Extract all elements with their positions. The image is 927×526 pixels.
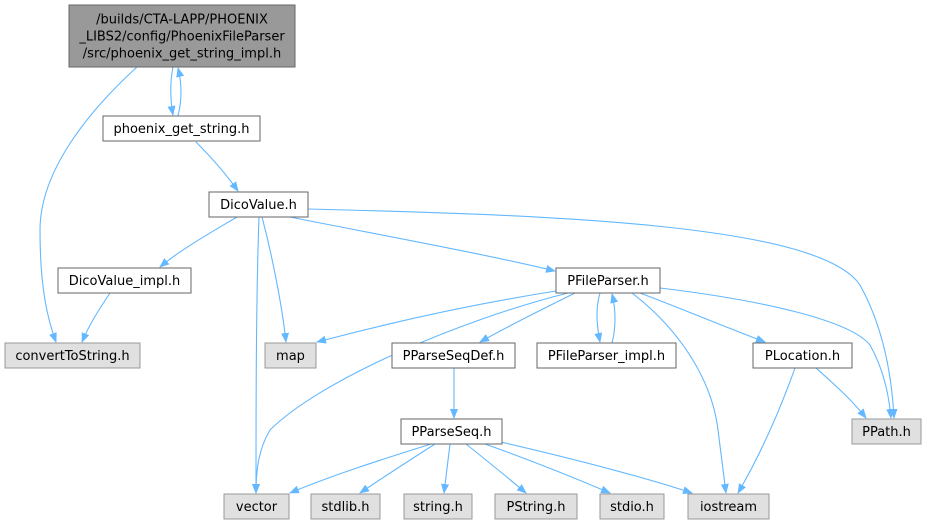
edge-pparseseq-to-pstring [465,443,527,494]
node-stdlib: stdlib.h [310,493,381,520]
node-label: phoenix_get_string.h [113,122,249,137]
node-label: stdio.h [610,500,654,515]
node-box [555,267,661,294]
node-phoenix_get_string[interactable]: phoenix_get_string.h [102,115,261,142]
node-box [494,493,578,520]
edge-root-to-phoenix_get_string [167,66,176,116]
node-label: /builds/CTA-LAPP/PHOENIX [96,13,268,28]
node-label: convertToString.h [15,349,129,364]
node-label: PParseSeq.h [411,425,491,440]
edge-dicovalue-to-ppath [307,208,898,419]
node-box [223,493,290,520]
edge-dicovalue-to-pfileparser [289,216,556,273]
edge-pfileparser-to-plocation [639,292,766,343]
node-stdio: stdio.h [599,493,665,520]
node-pfileparser[interactable]: PFileParser.h [555,267,661,294]
node-box [752,342,853,369]
edge-plocation-to-iostream [737,367,796,494]
node-label: PLocation.h [765,349,840,364]
node-label: PFileParser.h [567,274,648,289]
node-label: stdlib.h [322,500,370,515]
edge-dicovalue_impl-to-converttostring [81,292,111,343]
node-dicovalue[interactable]: DicoValue.h [208,191,309,218]
node-pfileparser_impl[interactable]: PFileParser_impl.h [536,342,677,369]
node-pstring: PString.h [494,493,578,520]
node-box [851,418,922,445]
node-label: vector [236,500,278,515]
node-box [310,493,381,520]
edge-pparseseq-to-vector [289,443,432,494]
node-box [264,342,317,369]
node-vector: vector [223,493,290,520]
node-label: /src/phoenix_get_string_impl.h [83,47,281,62]
node-box [403,493,473,520]
node-box [400,418,503,445]
node-label: _LIBS2/config/PhoenixFileParser [78,30,285,45]
node-label: DicoValue_impl.h [69,274,180,289]
node-box [57,267,192,294]
node-pparseseq[interactable]: PParseSeq.h [400,418,503,445]
edge-pfileparser-to-pparseseqdef [479,292,576,343]
edge-pparseseq-to-stdlib [359,443,436,494]
node-dicovalue_impl[interactable]: DicoValue_impl.h [57,267,192,294]
edge-pfileparser-to-pfileparser_impl [594,292,603,343]
edge-pfileparser-to-map [316,290,557,344]
node-label: string.h [413,500,463,515]
node-label: PString.h [506,500,565,515]
edge-phoenix_get_string-to-root [176,67,185,117]
node-plocation[interactable]: PLocation.h [752,342,853,369]
node-box [599,493,665,520]
node-converttostring: convertToString.h [4,342,141,369]
node-root[interactable]: /builds/CTA-LAPP/PHOENIX _LIBS2/config/Ph… [68,4,296,68]
node-label: map [276,349,305,364]
edge-pfileparser_impl-to-pfileparser [610,293,619,344]
edge-pfileparser-to-vector [252,292,569,494]
node-map: map [264,342,317,369]
node-ppath: PPath.h [851,418,922,445]
edge-pfileparser-to-iostream [631,292,729,494]
node-box [68,4,296,68]
edge-root-to-converttostring [39,66,138,343]
nodes-layer: /builds/CTA-LAPP/PHOENIX _LIBS2/config/Ph… [4,4,922,520]
node-label: iostream [700,500,757,515]
node-iostream: iostream [687,493,770,520]
edge-pfileparser-to-ppath [659,287,895,419]
edge-dicovalue-to-map [261,216,290,343]
node-box [391,342,516,369]
node-box [536,342,677,369]
edge-dicovalue-to-dicovalue_impl [159,216,238,268]
node-label: PParseSeqDef.h [403,349,505,364]
node-string: string.h [403,493,473,520]
node-box [208,191,309,218]
edge-plocation-to-ppath [815,367,867,419]
node-label: PFileParser_impl.h [548,349,665,364]
edge-pparseseq-to-iostream [500,441,693,495]
edge-phoenix_get_string-to-dicovalue [195,141,239,192]
node-label: PPath.h [862,425,911,440]
edge-dicovalue-to-vector [252,216,261,494]
node-label: DicoValue.h [220,198,297,213]
edges-layer [39,66,898,495]
edge-pparseseq-to-stdio [484,443,611,494]
node-box [102,115,261,142]
edge-pparseseq-to-string [441,443,451,494]
node-pparseseqdef[interactable]: PParseSeqDef.h [391,342,516,369]
node-box [687,493,770,520]
node-box [4,342,141,369]
